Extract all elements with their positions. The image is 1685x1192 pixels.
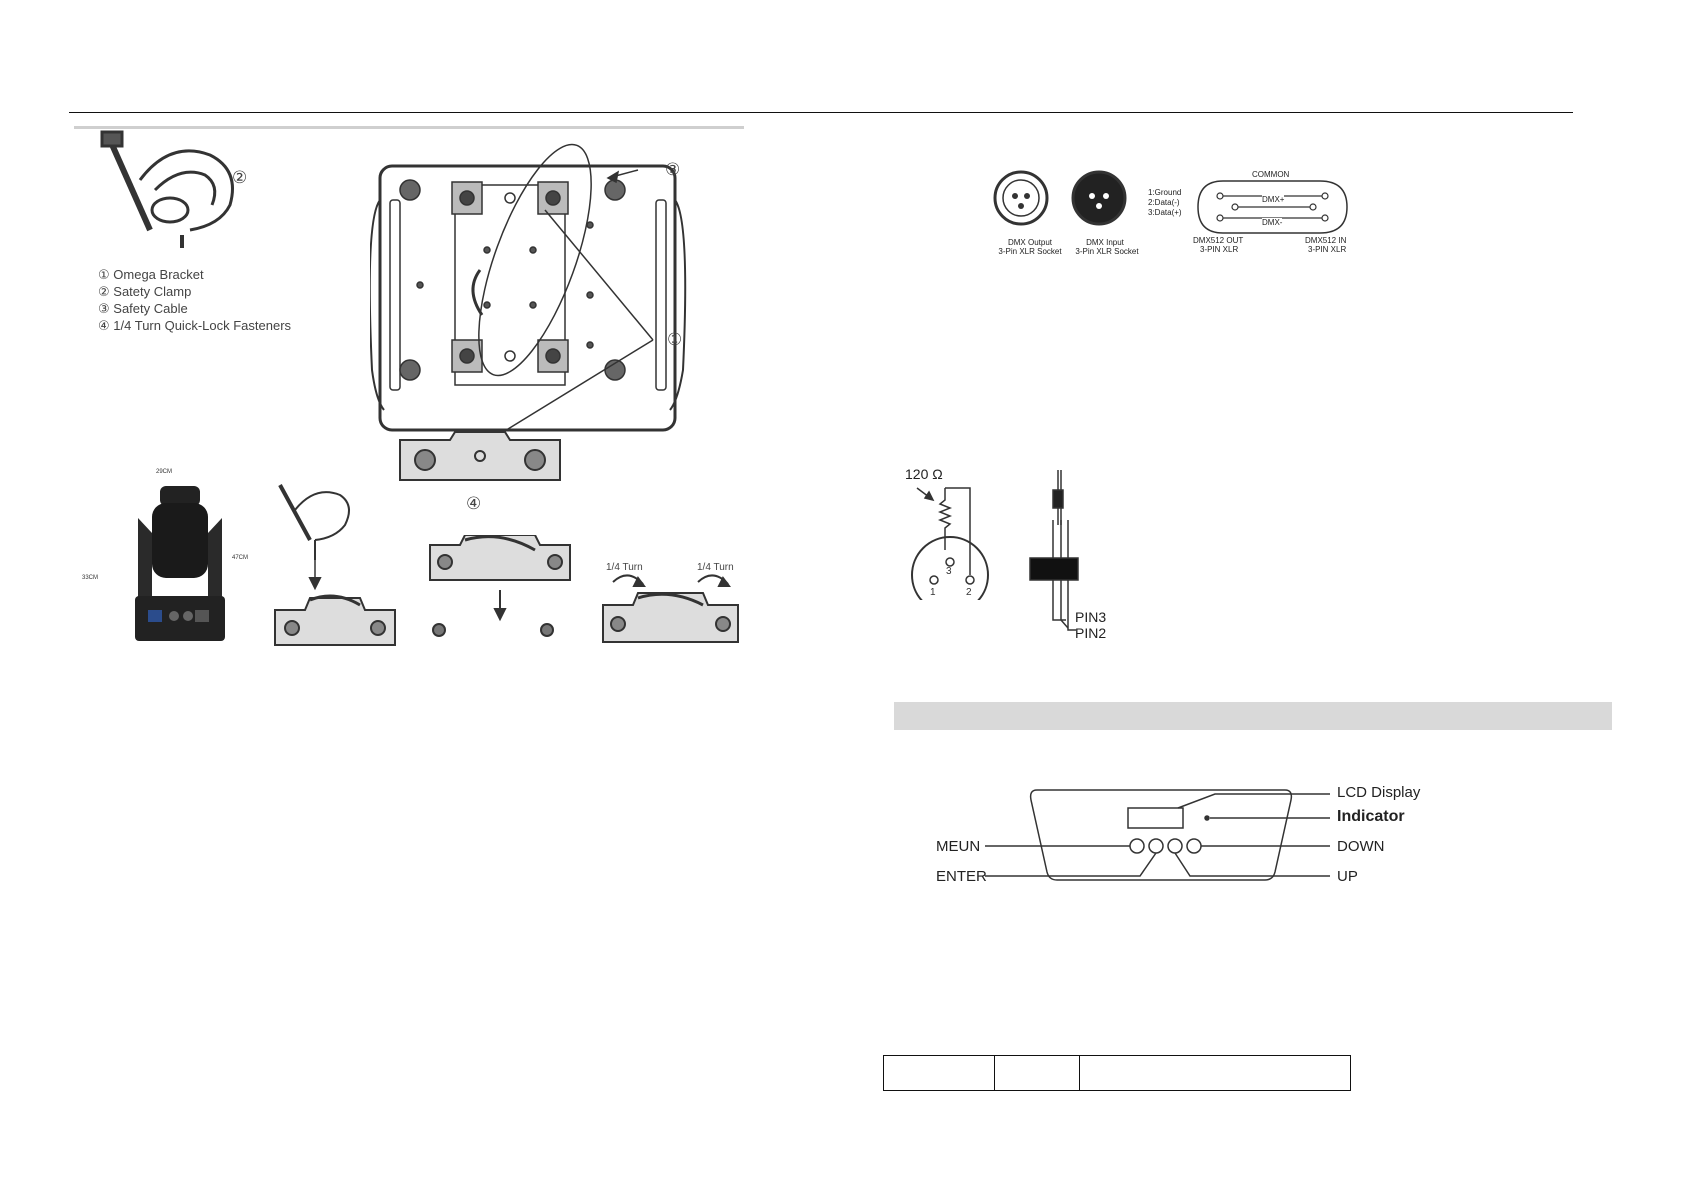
dmx-out-sub: 3-PIN XLR [1200, 245, 1239, 254]
dmx-output-title: DMX Output [1007, 238, 1052, 247]
callout-1: ① [667, 330, 683, 349]
legend-item-safety-cable: ③ Safety Cable [98, 301, 188, 316]
pin3-label: PIN3 [1075, 609, 1107, 625]
svg-text:3: 3 [946, 566, 952, 577]
legend-item-fasteners: ④ 1/4 Turn Quick-Lock Fasteners [98, 318, 292, 333]
dmx-cable-diagram [1197, 180, 1348, 234]
lcd-display-label: LCD Display [1337, 784, 1421, 801]
indicator-label: Indicator [1337, 808, 1405, 825]
table-cell [994, 1055, 1080, 1091]
down-button-label: DOWN [1337, 838, 1385, 855]
dmx-input-sub: 3-Pin XLR Socket [1075, 247, 1139, 256]
dmx-minus-label: DMX- [1262, 218, 1283, 227]
omega-bracket-figure [399, 431, 561, 481]
table-cell [1079, 1055, 1351, 1091]
dimension-top: 29CM [156, 469, 173, 475]
clamp-mount-step [274, 484, 396, 646]
legend-item-safety-clamp: ② Satety Clamp [98, 284, 192, 299]
turn-label-left: 1/4 Turn [606, 562, 643, 573]
terminator-cable-diagram [1029, 470, 1079, 631]
page-header-rule [69, 112, 1573, 113]
enter-button-label: ENTER [936, 868, 987, 885]
dimension-right: 47CM [232, 555, 249, 561]
table-row [883, 1055, 1351, 1091]
legend-item-omega-bracket: ① Omega Bracket [98, 267, 204, 282]
quarter-turn-step [602, 574, 739, 643]
control-panel-diagram [985, 789, 1330, 881]
svg-text:1: 1 [930, 587, 936, 598]
turn-label-right: 1/4 Turn [697, 562, 734, 573]
pin2-label: PIN2 [1075, 625, 1107, 641]
dmx-common-label: COMMON [1252, 170, 1290, 179]
callout-3: ③ [665, 160, 681, 179]
dmx-plus-label: DMX+ [1262, 195, 1285, 204]
dmx-input-title: DMX Input [1086, 238, 1124, 247]
callout-4: ④ [466, 494, 482, 513]
callout-2: ② [232, 168, 248, 187]
fastener-step [429, 535, 571, 637]
dmx-out-title: DMX512 OUT [1193, 236, 1244, 245]
section-header-bar [894, 702, 1612, 730]
dimension-left: 33CM [82, 575, 99, 581]
dmx-in-title: DMX512 IN [1305, 236, 1347, 245]
pin-legend-data-plus: 3:Data(+) [1148, 208, 1182, 217]
menu-button-label: MEUN [936, 838, 981, 855]
svg-text:2: 2 [966, 587, 972, 598]
settings-table [883, 1055, 1351, 1091]
section-rule [74, 126, 744, 129]
dmx-output-sub: 3-Pin XLR Socket [998, 247, 1062, 256]
fixture-base-diagram [370, 143, 687, 441]
xlr-sockets-figure [993, 170, 1127, 226]
up-button-label: UP [1337, 868, 1358, 885]
terminator-plug-diagram: 3 1 2 [911, 487, 989, 600]
pin-legend-ground: 1:Ground [1148, 188, 1182, 197]
resistor-value: 120 Ω [905, 466, 943, 482]
dmx-in-sub: 3-PIN XLR [1308, 245, 1347, 254]
moving-head-photo [135, 486, 225, 641]
safety-clamp-figure [100, 130, 234, 248]
pin-legend-data-minus: 2:Data(-) [1148, 198, 1180, 207]
table-cell [883, 1055, 995, 1091]
